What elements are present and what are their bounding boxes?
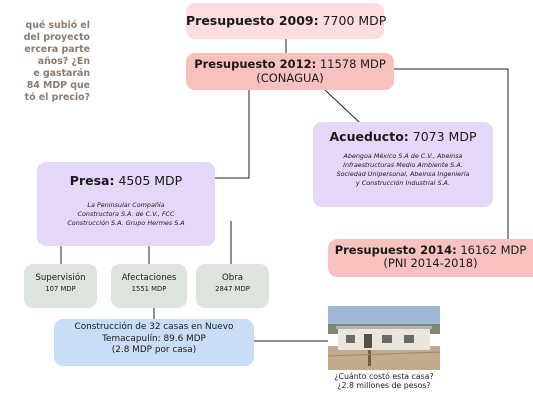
node-value: 16162 MDP <box>460 243 527 257</box>
node-presupuesto-2009: Presupuesto 2009: 7700 MDP <box>186 3 387 39</box>
node-label: Afectaciones <box>121 273 177 283</box>
intro-line: e gastarán <box>33 68 90 79</box>
node-line: Temacapulín: 89.6 MDP <box>102 333 206 344</box>
node-label: Supervisión <box>35 273 86 283</box>
node-note: (CONAGUA) <box>256 71 324 85</box>
node-value: 7073 MDP <box>412 129 477 144</box>
node-supervision: Supervisión 107 MDP <box>24 264 97 308</box>
connector-2012-acueducto <box>324 89 360 123</box>
contractor-line: Constructora S.A. de C.V., FCC <box>77 210 175 218</box>
contractor-list: La Peninsular Compañía Constructora S.A.… <box>37 201 215 228</box>
node-value: 1551 MDP <box>131 285 167 293</box>
intro-line: del proyecto <box>23 32 90 43</box>
node-line: Construcción de 32 casas en Nuevo <box>74 322 234 332</box>
node-label: Presupuesto 2009: <box>186 13 319 28</box>
node-value: 11578 MDP <box>319 57 386 71</box>
node-acueducto: Acueducto: 7073 MDP Abengoa México S.A d… <box>313 122 493 207</box>
contractor-line: La Peninsular Compañía <box>87 201 165 209</box>
node-label: Presupuesto 2014: <box>334 243 457 257</box>
intro-line: tó el precio? <box>24 92 90 103</box>
caption-line: ¿2.8 millones de pesos? <box>337 381 431 390</box>
photo-caption: ¿Cuánto costó esta casa? ¿2.8 millones d… <box>300 372 468 390</box>
contractor-line: Construcción S.A. Grupo Hermes S.A <box>67 219 185 227</box>
intro-paragraph: qué subió el del proyecto ercera parte a… <box>0 20 90 104</box>
connector-2012-presa <box>215 90 250 179</box>
node-afectaciones: Afectaciones 1551 MDP <box>111 264 187 308</box>
contractor-list: Abengoa México S.A de C.V., Abeinsa Infr… <box>313 152 493 188</box>
contractor-line: y Construcción Industrial S.A. <box>355 179 451 187</box>
node-label: Acueducto: <box>329 129 409 144</box>
house-photo <box>328 306 440 370</box>
node-presupuesto-2014: Presupuesto 2014: 16162 MDP (PNI 2014-20… <box>328 239 533 277</box>
node-value: 107 MDP <box>45 285 76 293</box>
node-label: Presa: <box>69 173 115 188</box>
node-presupuesto-2012: Presupuesto 2012: 11578 MDP (CONAGUA) <box>186 53 394 90</box>
node-note: (PNI 2014-2018) <box>383 256 478 270</box>
node-casas: Construcción de 32 casas en Nuevo Temaca… <box>54 319 254 366</box>
node-value: 4505 MDP <box>118 173 183 188</box>
connector-2012-2014 <box>394 68 509 239</box>
contractor-line: Infraestructuras Medio Ambiente S.A. <box>343 161 463 169</box>
intro-line: 84 MDP que <box>26 80 90 91</box>
caption-line: ¿Cuánto costó esta casa? <box>334 372 434 381</box>
node-label: Presupuesto 2012: <box>194 57 317 71</box>
intro-line: ercera parte <box>24 44 90 55</box>
node-label: Obra <box>221 273 244 283</box>
intro-line: qué subió el <box>25 20 90 31</box>
contractor-line: Sociedad Unipersonal, Abeinsa Ingeniería <box>336 170 470 178</box>
node-obra: Obra 2847 MDP <box>196 264 269 308</box>
contractor-line: Abengoa México S.A de C.V., Abeinsa <box>343 152 463 160</box>
node-presa: Presa: 4505 MDP La Peninsular Compañía C… <box>37 162 215 246</box>
node-value: 7700 MDP <box>322 13 387 28</box>
node-line: (2.8 MDP por casa) <box>111 345 197 355</box>
node-value: 2847 MDP <box>215 285 250 293</box>
intro-line: años? ¿En <box>37 56 90 67</box>
